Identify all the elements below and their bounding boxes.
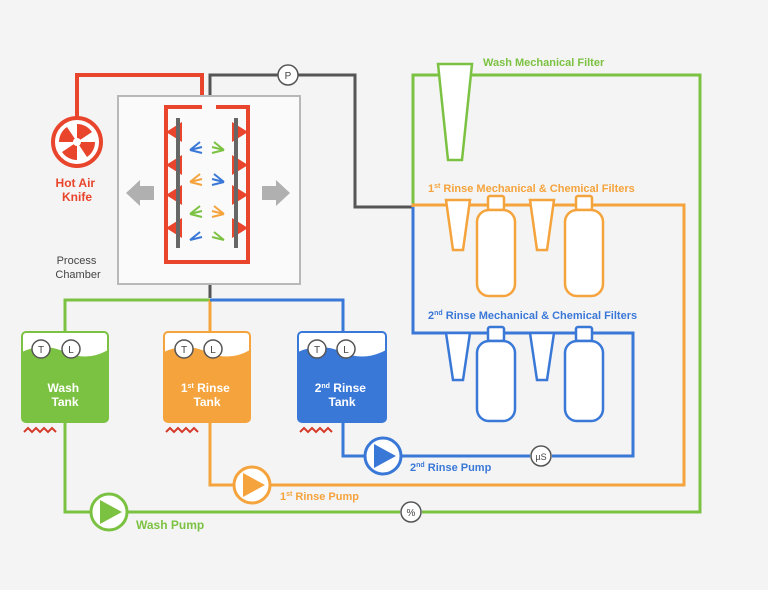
level-sensor: L <box>68 345 74 356</box>
wash-pump-label: Wash Pump <box>136 518 204 532</box>
level-sensor: L <box>210 345 216 356</box>
fan-icon <box>51 116 103 168</box>
wash-filter-label: Wash Mechanical Filter <box>483 57 605 69</box>
resistivity-gauge-label: % <box>407 508 416 519</box>
conductivity-gauge <box>530 445 552 467</box>
rinse2-tank-label: 2nd Rinse Tank <box>315 381 370 409</box>
rinse1-filters-label: 1st Rinse Mechanical & Chemical Filters <box>428 183 635 195</box>
resistivity-gauge <box>400 501 422 523</box>
rinse1-tank-label: 1st Rinse Tank <box>181 381 233 409</box>
wash-pump-icon <box>89 492 129 532</box>
rinse2-filters <box>444 325 605 423</box>
wash-loop <box>63 73 702 514</box>
spray-nozzles <box>176 118 238 248</box>
rinse2-pump-icon <box>363 436 403 476</box>
sensor-letters: T L T L T L <box>38 345 349 356</box>
rinse1-pump-icon <box>232 465 272 505</box>
level-sensor: L <box>343 345 349 356</box>
pressure-gauge-label: P <box>285 71 292 82</box>
hot-air-line <box>75 73 204 118</box>
chamber-side-arrows <box>126 180 290 206</box>
tank-sensors <box>31 339 356 359</box>
heater-icons <box>23 426 333 434</box>
conductivity-gauge-label: µS <box>535 452 546 462</box>
wash-mechanical-filter <box>436 62 474 162</box>
air-knife-manifold <box>164 105 250 264</box>
rinse1-pump-label: 1st Rinse Pump <box>280 491 359 503</box>
rinse1-filters <box>444 194 605 298</box>
wash-tank-label: Wash Tank <box>48 381 83 409</box>
rinse2-pump-label: 2nd Rinse Pump <box>410 462 492 474</box>
temperature-sensor: T <box>38 345 44 356</box>
gauge-letters: P % µS <box>285 71 547 519</box>
rinse2-loop <box>210 207 635 458</box>
rinse2-filters-label: 2nd Rinse Mechanical & Chemical Filters <box>428 310 637 322</box>
pressure-gauge <box>277 64 299 86</box>
hot-air-knife-label: Hot Air Knife <box>56 176 99 204</box>
temperature-sensor: T <box>314 345 320 356</box>
process-chamber-label: Process Chamber <box>55 255 101 281</box>
temperature-sensor: T <box>181 345 187 356</box>
